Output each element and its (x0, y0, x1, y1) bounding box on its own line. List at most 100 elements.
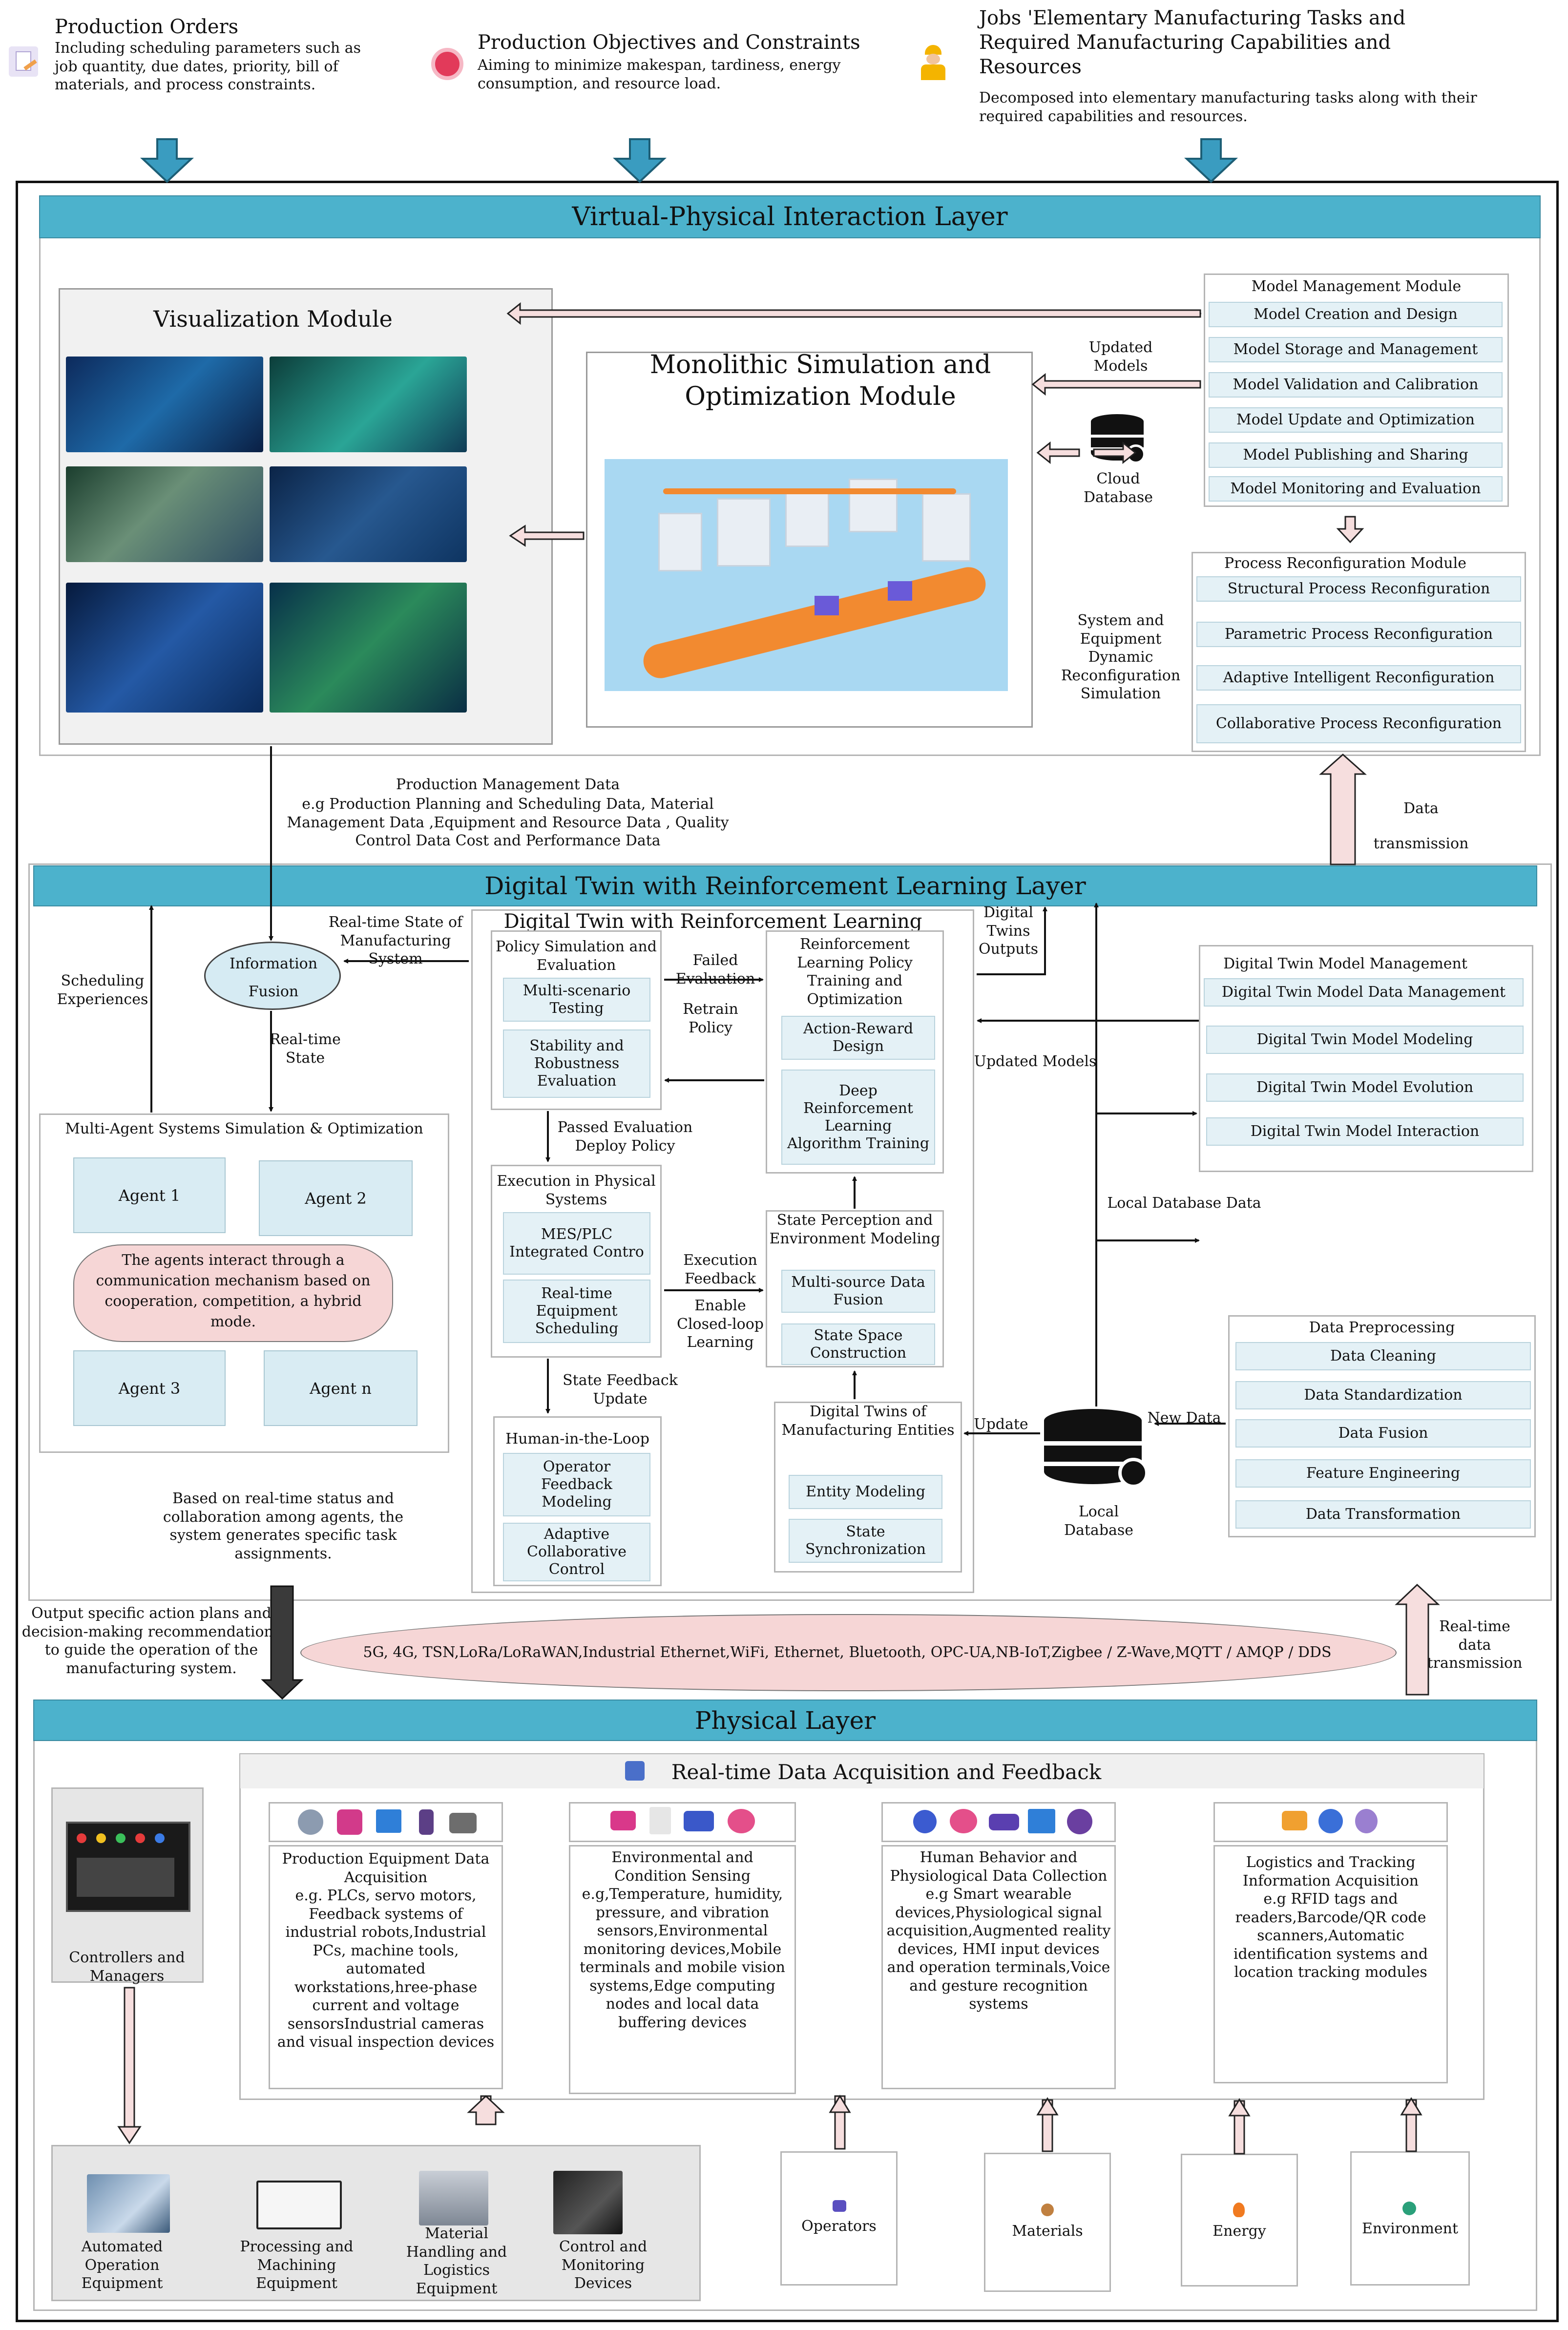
acq-col1 (269, 1845, 503, 2089)
updated-models-dt-label: Updated Models (974, 1053, 1097, 1070)
model-item-6: Model Monitoring and Evaluation (1209, 476, 1503, 502)
worker-icon (918, 45, 948, 80)
controller-panel (66, 1822, 190, 1912)
passed-eval-label: Passed Evaluation Deploy Policy (557, 1119, 693, 1155)
exec-item-1: MES/PLC Integrated Contro (503, 1212, 650, 1275)
cloud-database-label: Cloud Database (1083, 470, 1153, 506)
dt-model-mgmt-title: Digital Twin Model Management (1223, 955, 1467, 972)
multi-agent-title: Multi-Agent Systems Simulation & Optimiz… (65, 1120, 423, 1137)
state-perc-item-1: Multi-source Data Fusion (781, 1270, 935, 1313)
dtm-item-2: Digital Twin Model Modeling (1206, 1026, 1524, 1054)
reconf-item-4: Collaborative Process Reconfiguration (1196, 704, 1521, 743)
pm-data-desc: e.g Production Planning and Scheduling D… (287, 796, 729, 849)
output-label: Output specific action plans and decisio… (21, 1605, 281, 1677)
materials-icon (1041, 2204, 1054, 2216)
energy-label: Energy (1213, 2223, 1266, 2240)
data-transmission-label: Data transmission (1373, 800, 1469, 852)
viz-screenshot-1 (66, 357, 263, 452)
hitl-title: Human-in-the-Loop (505, 1430, 649, 1448)
closed-loop-label: Enable Closed-loop Learning (676, 1297, 764, 1351)
local-database-icon (1040, 1409, 1152, 1491)
simulation-title: Monolithic Simulation and Optimization M… (649, 350, 991, 411)
reconf-item-2: Parametric Process Reconfiguration (1196, 622, 1521, 647)
exec-feedback-label: Execution Feedback (683, 1252, 757, 1287)
brain-icon (728, 1809, 755, 1833)
prep-item-3: Data Fusion (1235, 1419, 1531, 1448)
hitl-item-2: Adaptive Collaborative Control (503, 1523, 650, 1581)
model-item-3: Model Validation and Calibration (1209, 372, 1503, 398)
acq-col4-text: Logistics and Tracking Information Acqui… (1233, 1854, 1428, 1981)
outer-frame (16, 181, 1559, 2322)
camera-icon (449, 1813, 477, 1833)
policy-item-1: Multi-scenario Testing (503, 978, 650, 1022)
dt-outputs-label: Digital Twins Outputs (979, 904, 1038, 958)
process-reconfiguration-title: Process Reconfiguration Module (1224, 555, 1466, 572)
network-cloud (300, 1614, 1397, 1691)
equip-label-4: Control and Monitoring Devices (559, 2238, 648, 2292)
agent-n: Agent n (264, 1350, 418, 1426)
materials-box (984, 2153, 1111, 2292)
updated-models-label: Updated Models (1088, 339, 1153, 375)
orders-title: Production Orders (55, 16, 239, 38)
factory-illustration (605, 459, 1008, 691)
prep-item-2: Data Standardization (1235, 1381, 1531, 1409)
model-item-5: Model Publishing and Sharing (1209, 442, 1503, 468)
agents-cloud-text: The agents interact through a communicat… (96, 1252, 371, 1330)
based-on-label: Based on real-time status and collaborat… (163, 1490, 404, 1562)
energy-icon (1233, 2203, 1245, 2217)
rl-item-2: Deep Reinforcement Learning Algorithm Tr… (781, 1070, 935, 1165)
plug-icon (419, 1809, 434, 1835)
voice-icon (1067, 1809, 1092, 1834)
objectives-desc: Aiming to minimize makespan, tardiness, … (478, 57, 841, 92)
agents-cloud (73, 1244, 393, 1342)
viz-screenshot-6 (270, 583, 467, 713)
dtm-item-3: Digital Twin Model Evolution (1206, 1073, 1524, 1102)
viz-screenshot-3 (66, 466, 263, 562)
truck-icon (684, 1811, 714, 1831)
viz-screenshot-4 (270, 466, 467, 562)
rt-acq-title: Real-time Data Acquisition and Feedback (671, 1760, 1102, 1784)
control-device-image (553, 2171, 623, 2234)
reconf-item-3: Adaptive Intelligent Reconfiguration (1196, 665, 1521, 691)
rt-acq-icon (625, 1761, 645, 1781)
acq-col1-text: Production Equipment Data Acquisition e.… (277, 1850, 495, 2051)
viz-screenshot-2 (270, 357, 467, 452)
local-db-data-label: Local Database Data (1107, 1195, 1261, 1212)
model-item-2: Model Storage and Management (1209, 337, 1503, 362)
update-label: Update (974, 1416, 1028, 1433)
robot-arm-image (87, 2174, 170, 2233)
materials-label: Materials (1012, 2223, 1083, 2240)
model-item-1: Model Creation and Design (1209, 302, 1503, 327)
vr-headset-icon (989, 1814, 1019, 1830)
local-database-label: Local Database (1064, 1503, 1134, 1539)
sys-equip-label: System and Equipment Dynamic Reconfigura… (1061, 612, 1181, 702)
dtm-item-4: Digital Twin Model Interaction (1206, 1117, 1524, 1146)
hitl-item-1: Operator Feedback Modeling (503, 1453, 650, 1516)
cnc-machine-image (256, 2181, 342, 2229)
viz-screenshot-5 (66, 583, 263, 713)
data-preprocessing-title: Data Preprocessing (1309, 1319, 1455, 1336)
agent-1: Agent 1 (73, 1157, 226, 1233)
operators-box (780, 2151, 898, 2286)
protocols-text: 5G, 4G, TSN,LoRa/LoRaWAN,Industrial Ethe… (363, 1644, 1332, 1661)
acq-col3-text: Human Behavior and Physiological Data Co… (886, 1849, 1111, 2013)
state-perc-item-2: State Space Construction (781, 1323, 935, 1365)
information-fusion-label: Information Fusion (230, 955, 318, 1000)
jobs-desc: Decomposed into elementary manufacturing… (979, 89, 1477, 125)
orders-desc: Including scheduling parameters such as … (55, 40, 361, 93)
environment-label: Environment (1361, 2220, 1459, 2237)
agv-image (419, 2171, 488, 2225)
operators-icon (833, 2200, 846, 2212)
tag-icon (1282, 1811, 1307, 1830)
tool-icon (610, 1811, 636, 1830)
scheduling-exp-label: Scheduling Experiences (57, 972, 148, 1008)
rl-training-title: Reinforcement Learning Policy Training a… (797, 936, 913, 1008)
model-item-4: Model Update and Optimization (1209, 407, 1503, 433)
retrain-label: Retrain Policy (683, 1001, 738, 1036)
energy-box (1181, 2154, 1298, 2287)
jobs-title: Jobs 'Elementary Manufacturing Tasks and… (979, 7, 1406, 78)
prep-item-1: Data Cleaning (1235, 1342, 1531, 1370)
exec-item-2: Real-time Equipment Scheduling (503, 1280, 650, 1343)
exec-title: Execution in Physical Systems (497, 1173, 656, 1208)
